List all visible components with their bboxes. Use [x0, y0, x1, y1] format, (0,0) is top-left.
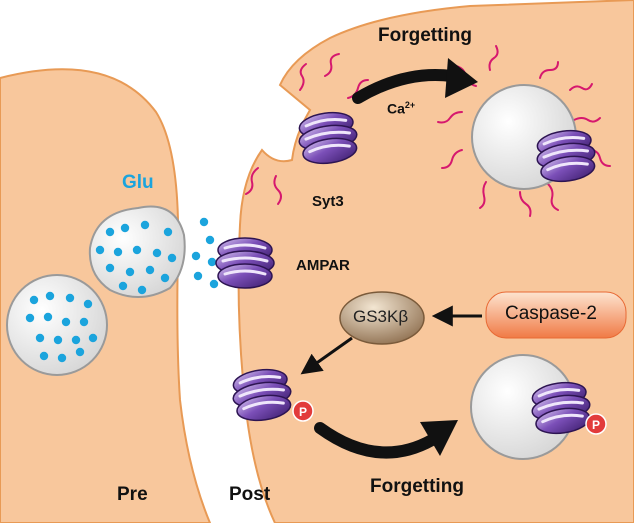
- glutamate-cleft-dot: [199, 217, 209, 227]
- lipid-tail: [569, 83, 593, 91]
- lipid-tail: [519, 191, 532, 217]
- glutamate-dot: [43, 312, 53, 322]
- glutamate-dot: [118, 281, 128, 291]
- lipid-tail: [245, 167, 259, 195]
- ampa-receptor-icon: [214, 236, 276, 290]
- forgetting-arrow-top: [352, 58, 478, 104]
- glutamate-cleft-dot: [205, 235, 215, 245]
- lipid-tail: [347, 79, 369, 99]
- glutamate-dot: [137, 285, 147, 295]
- glutamate-dot: [167, 253, 177, 263]
- glutamate-dot: [160, 273, 170, 283]
- glutamate-dot: [83, 299, 93, 309]
- gs3kb-oval: [339, 291, 425, 345]
- glutamate-dot: [88, 333, 98, 343]
- phosphate-badge-icon: P: [292, 400, 314, 422]
- glutamate-dot: [45, 291, 55, 301]
- lipid-tail: [547, 183, 559, 211]
- glutamate-dot: [65, 293, 75, 303]
- forgetting-arrow-bottom: [314, 420, 458, 459]
- glutamate-dot: [61, 317, 71, 327]
- glutamate-dot: [120, 223, 130, 233]
- glu-label: Glu: [122, 172, 154, 193]
- svg-text:P: P: [299, 405, 307, 419]
- glutamate-dots: [25, 220, 177, 363]
- calcium-label: Ca2+: [387, 100, 416, 117]
- glutamate-dot: [29, 295, 39, 305]
- glutamate-dot: [140, 220, 150, 230]
- lipid-tail: [573, 117, 601, 123]
- glutamate-dot: [105, 263, 115, 273]
- gsk-to-ampar-arrow: [300, 336, 353, 375]
- glutamate-dot: [39, 351, 49, 361]
- glutamate-cleft-dot: [207, 257, 217, 267]
- glutamate-dot: [75, 347, 85, 357]
- glutamate-dot: [113, 247, 123, 257]
- glutamate-dot: [95, 245, 105, 255]
- glutamate-dot: [163, 227, 173, 237]
- gs3kb-label: GS3Kβ: [353, 307, 409, 326]
- glutamate-dot: [57, 353, 67, 363]
- lipid-tail: [539, 61, 559, 79]
- forgetting-label-bottom: Forgetting: [370, 476, 464, 497]
- lipid-tail: [479, 181, 487, 209]
- syt3-label: Syt3: [312, 193, 344, 210]
- glutamate-dot: [25, 313, 35, 323]
- glutamate-dot: [132, 245, 142, 255]
- pre-label: Pre: [117, 484, 148, 505]
- caspase2-box: [485, 291, 627, 339]
- glutamate-dot: [152, 248, 162, 258]
- glutamate-cleft-dots: [191, 217, 219, 289]
- ampar-label: AMPAR: [296, 257, 350, 274]
- glutamate-dot: [145, 265, 155, 275]
- glutamate-dot: [71, 335, 81, 345]
- lipid-tail: [441, 149, 463, 169]
- glutamate-dot: [79, 317, 89, 327]
- glutamate-cleft-dot: [193, 271, 203, 281]
- glutamate-cleft-dot: [209, 279, 219, 289]
- glutamate-cleft-dot: [191, 251, 201, 261]
- phosphate-badge-icon-2: P: [585, 413, 607, 435]
- forgetting-label-top: Forgetting: [378, 25, 472, 46]
- svg-text:P: P: [592, 418, 600, 432]
- lipid-tail: [488, 45, 499, 71]
- glutamate-dot: [53, 335, 63, 345]
- lipid-tail: [299, 63, 307, 91]
- caspase2-label: Caspase-2: [505, 303, 597, 324]
- vesicle-docked: [6, 274, 108, 376]
- post-label: Post: [229, 484, 271, 505]
- lipid-tail: [437, 111, 463, 124]
- glutamate-dot: [125, 267, 135, 277]
- lipid-tail: [324, 53, 340, 77]
- lipid-tail: [273, 175, 282, 205]
- glutamate-dot: [35, 333, 45, 343]
- glutamate-dot: [105, 227, 115, 237]
